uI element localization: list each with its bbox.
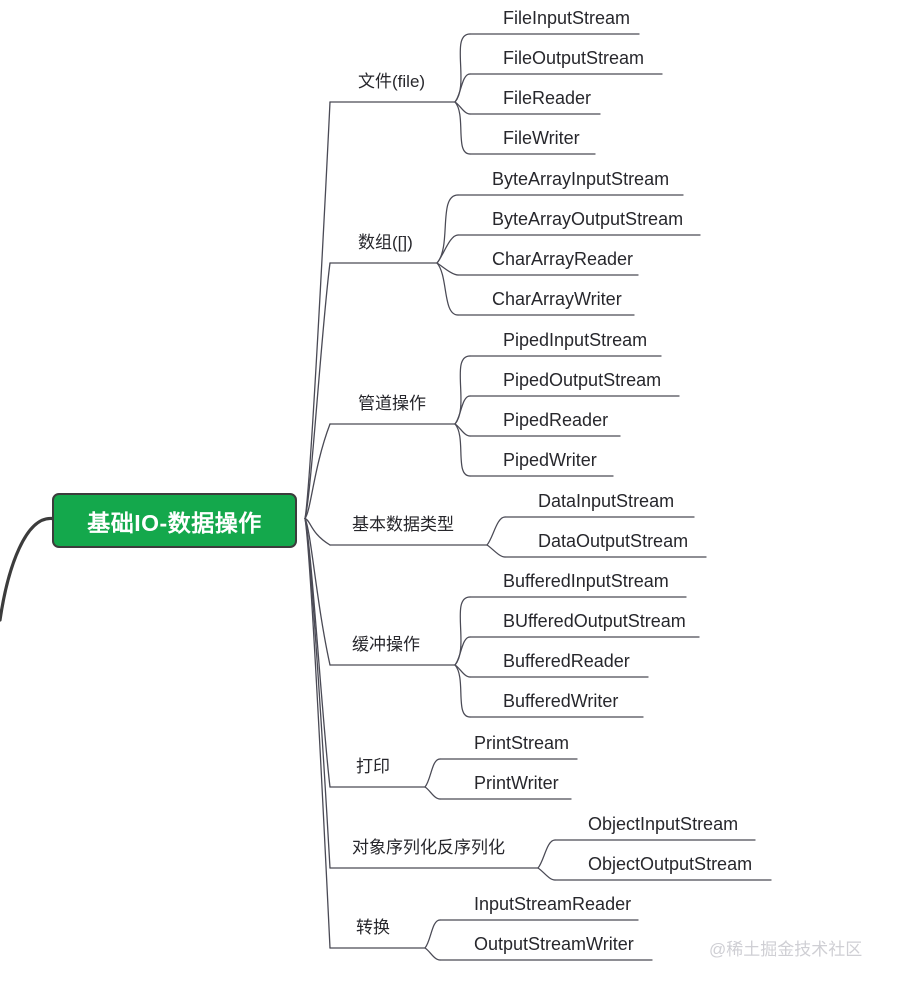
branch-label-pipe: 管道操作: [358, 394, 426, 413]
leaf-label-buffer-2: BufferedReader: [503, 651, 630, 671]
leaf-label-file-3: FileWriter: [503, 128, 580, 148]
connector: [304, 101, 331, 520]
branch-label-array: 数组([]): [358, 233, 413, 252]
leaf-label-pipe-2: PipedReader: [503, 410, 609, 430]
leaf-label-print-0: PrintStream: [474, 733, 570, 753]
connector: [454, 395, 471, 425]
branch-label-print: 打印: [356, 757, 390, 776]
leaf-label-file-1: FileOutputStream: [503, 48, 645, 68]
connector: [436, 194, 459, 264]
connector: [454, 101, 471, 115]
leaf-label-buffer-3: BufferedWriter: [503, 691, 619, 711]
connector: [454, 423, 471, 477]
connector: [304, 517, 331, 788]
leaf-label-file-2: FileReader: [503, 88, 592, 108]
leaf-label-primitive-1: DataOutputStream: [538, 531, 689, 551]
connector: [304, 262, 331, 520]
branch-label-buffer: 缓冲操作: [352, 635, 420, 654]
connector: [454, 101, 471, 155]
leaf-label-array-1: ByteArrayOutputStream: [492, 209, 684, 229]
connector: [454, 664, 471, 718]
connector: [424, 947, 441, 961]
connector: [304, 517, 331, 666]
connector: [454, 423, 471, 437]
branch-label-primitive: 基本数据类型: [352, 515, 454, 534]
branch-label-convert: 转换: [356, 918, 390, 937]
connector: [486, 544, 506, 558]
root-node[interactable]: 基础IO-数据操作: [52, 493, 297, 548]
leaf-label-serialize-0: ObjectInputStream: [588, 814, 739, 834]
root-node-label: 基础IO-数据操作: [87, 509, 262, 536]
connector: [436, 262, 459, 276]
connector: [304, 517, 331, 869]
connector: [424, 758, 441, 788]
leaf-label-convert-1: OutputStreamWriter: [474, 934, 634, 954]
leaf-label-pipe-3: PipedWriter: [503, 450, 597, 470]
connector: [304, 517, 331, 546]
connector: [537, 839, 556, 869]
leaf-label-primitive-0: DataInputStream: [538, 491, 675, 511]
connector: [454, 33, 471, 103]
connector: [436, 234, 459, 264]
leaf-label-print-1: PrintWriter: [474, 773, 559, 793]
connector: [424, 786, 441, 800]
connector: [454, 355, 471, 425]
leaf-label-serialize-1: ObjectOutputStream: [588, 854, 753, 874]
watermark: @稀土掘金技术社区: [709, 940, 863, 959]
connector: [454, 636, 471, 666]
connector: [304, 517, 331, 949]
leaf-label-convert-0: InputStreamReader: [474, 894, 632, 914]
leaf-label-pipe-1: PipedOutputStream: [503, 370, 662, 390]
connector: [304, 423, 331, 520]
leaf-label-array-0: ByteArrayInputStream: [492, 169, 670, 189]
leaf-label-file-0: FileInputStream: [503, 8, 631, 28]
branch-label-serialize: 对象序列化反序列化: [352, 838, 505, 857]
leaf-label-buffer-1: BUfferedOutputStream: [503, 611, 686, 631]
connector: [454, 73, 471, 103]
connector: [486, 516, 506, 546]
leaf-label-buffer-0: BufferedInputStream: [503, 571, 669, 591]
leaf-label-array-2: CharArrayReader: [492, 249, 634, 269]
connector: [424, 919, 441, 949]
connector: [454, 664, 471, 678]
connector: [436, 262, 459, 316]
leaf-label-array-3: CharArrayWriter: [492, 289, 622, 309]
connector: [454, 596, 471, 666]
connector: [0, 516, 54, 622]
leaf-label-pipe-0: PipedInputStream: [503, 330, 648, 350]
connector: [537, 867, 556, 881]
branch-label-file: 文件(file): [358, 72, 426, 91]
